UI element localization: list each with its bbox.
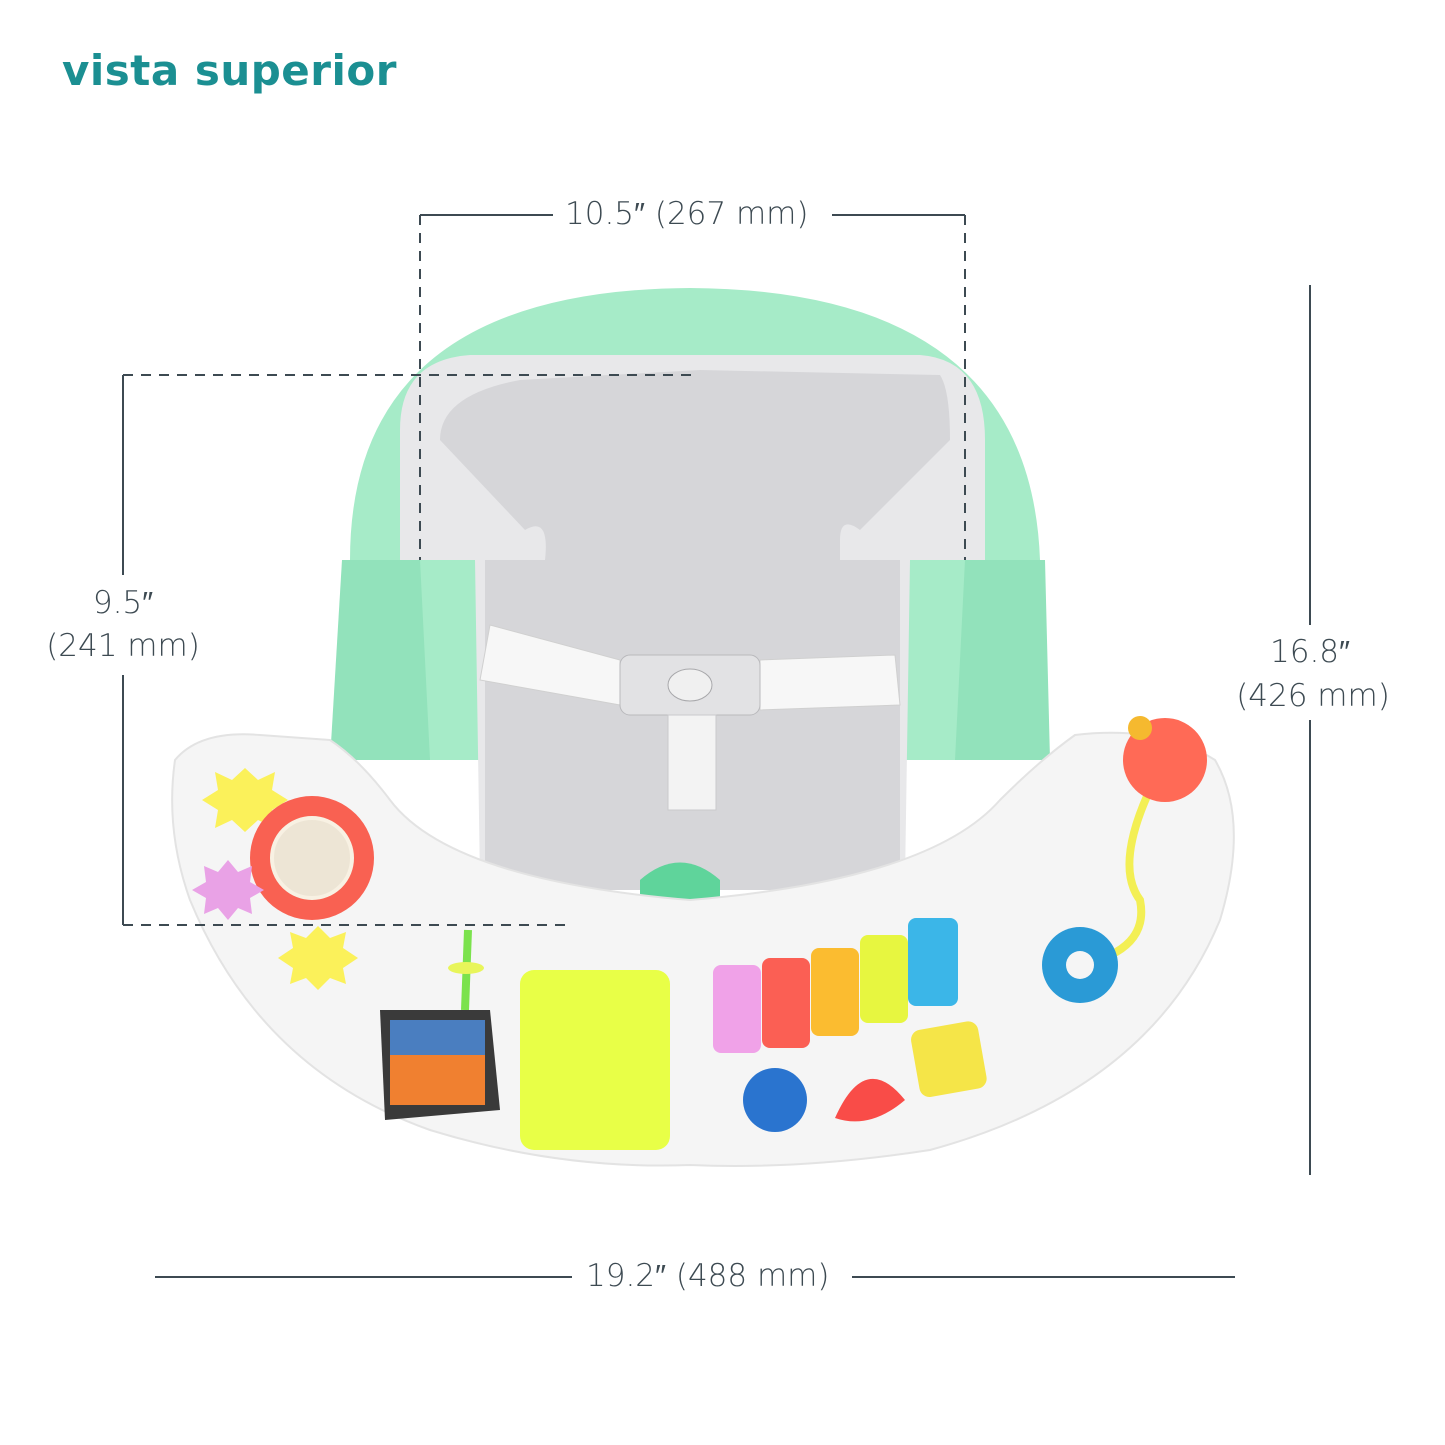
dimension-lines <box>122 214 1311 1278</box>
sensory-pad <box>520 970 670 1150</box>
overall-width-label: 19.2″ (488 mm) <box>586 1258 830 1294</box>
piano-keys <box>713 918 958 1053</box>
shape-buttons <box>743 1021 987 1132</box>
height-value: 16.8″ <box>1270 634 1350 670</box>
page-title: vista superior <box>62 46 397 95</box>
top-width-label: 10.5″ (267 mm) <box>565 196 809 232</box>
height-mm: (426 mm) <box>1236 678 1390 714</box>
bead-maze <box>1042 716 1207 1003</box>
harness-strap <box>479 624 901 811</box>
gear-toys <box>192 768 374 990</box>
seat-depth-value: 9.5″ <box>92 585 154 621</box>
rattle-toy <box>380 929 500 1120</box>
seat-depth-mm: (241 mm) <box>46 628 200 664</box>
